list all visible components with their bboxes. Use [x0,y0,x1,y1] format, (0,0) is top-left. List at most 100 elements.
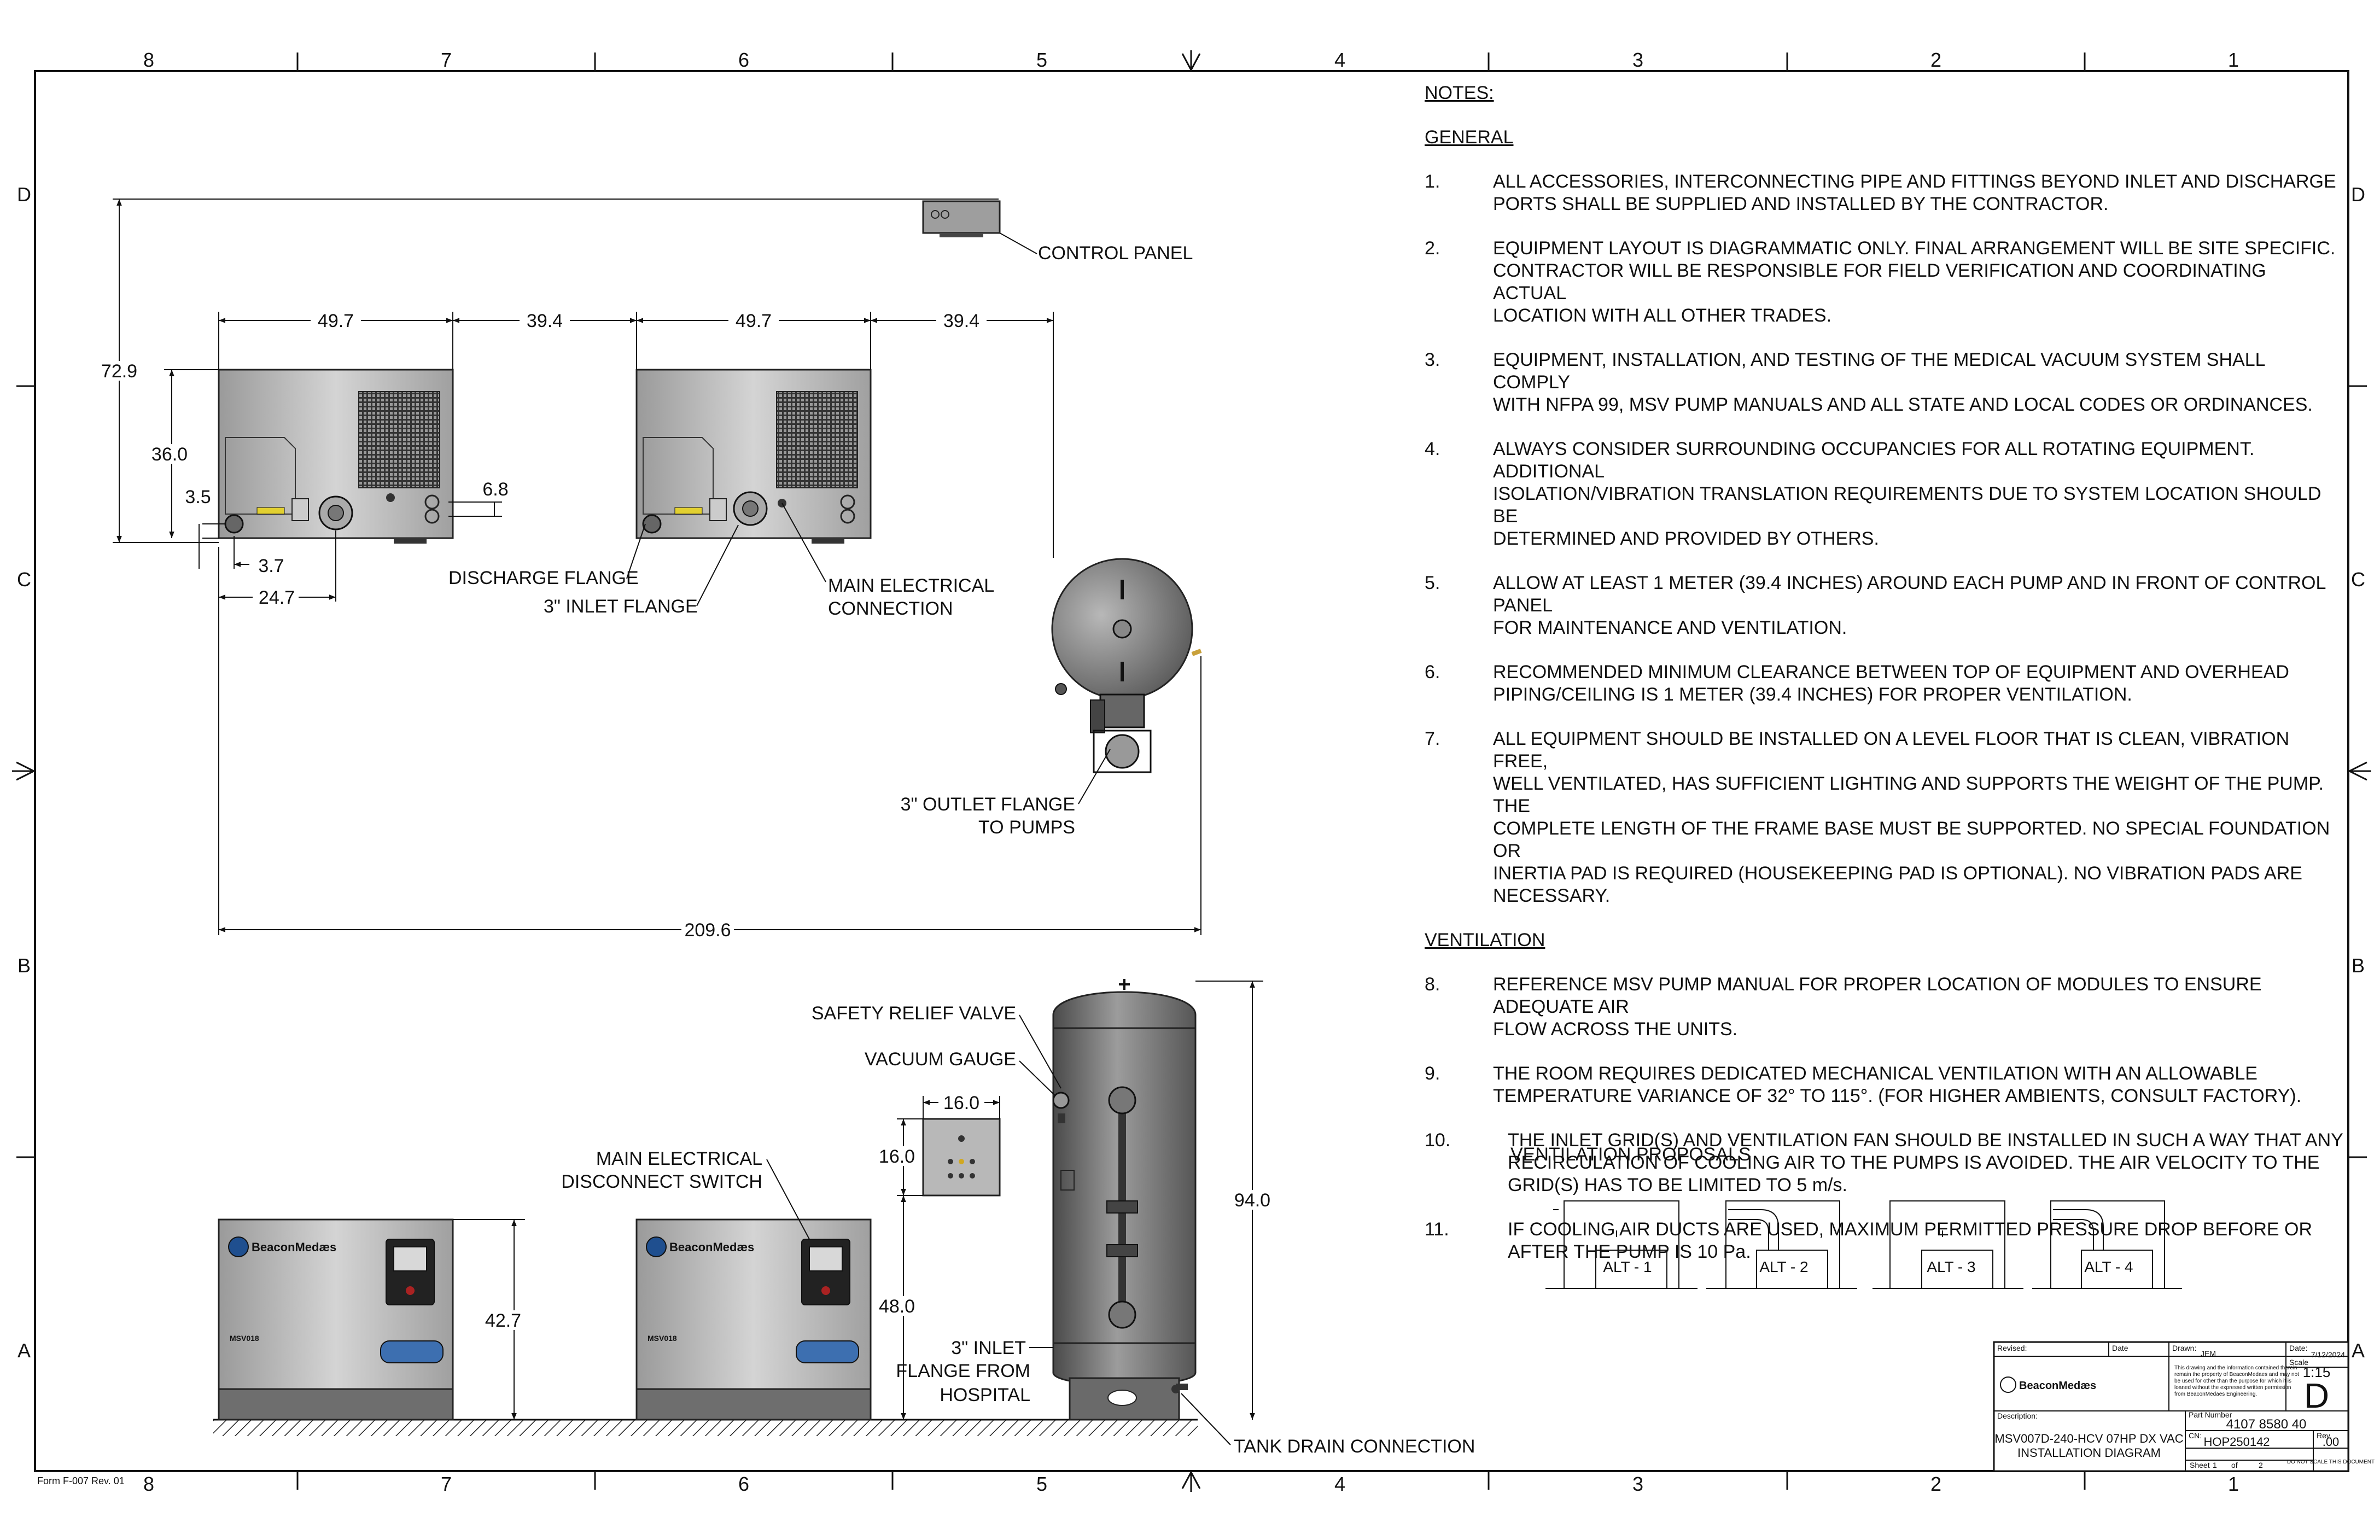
note-item: 6. RECOMMENDED MINIMUM CLEARANCE BETWEEN … [1425,661,2343,706]
row-label: B [2352,954,2365,977]
vacuum-gauge-callout: VACUUM GAUGE [865,1049,1016,1070]
note-text: REFERENCE MSV PUMP MANUAL FOR PROPER LOC… [1493,973,2343,1041]
row-label: D [17,183,31,206]
column-label: 6 [738,1473,749,1495]
note-text: IF COOLING AIR DUCTS ARE USED, MAXIMUM P… [1508,1218,2343,1263]
discharge-flange-callout: DISCHARGE FLANGE [448,568,639,588]
note-item: 7. ALL EQUIPMENT SHOULD BE INSTALLED ON A… [1425,728,2343,907]
elevation-view: BeaconMedæs MSV018 BeaconMedæs MSV018 [213,979,1475,1457]
row-label: A [2352,1339,2365,1362]
note-line: LOCATION WITH ALL OTHER TRADES. [1493,305,1832,326]
note-number: 1. [1425,171,1440,192]
note-number: 8. [1425,974,1440,995]
drawn-label: Drawn: [2172,1344,2196,1352]
description-line: INSTALLATION DIAGRAM [2017,1446,2161,1460]
ventilation-proposals-title: VENTILATION PROPOSALS [1510,1144,1751,1165]
ventilation-proposals: VENTILATION PROPOSALS ALT - 1 ALT [1510,1144,2182,1289]
note-number: 6. [1425,662,1440,682]
note-line: EQUIPMENT, INSTALLATION, AND TESTING OF … [1493,349,2265,393]
column-label: 6 [738,49,749,71]
column-label: 3 [1632,49,1643,71]
rev-label: Rev. [2317,1431,2332,1440]
row-label: C [2351,568,2365,591]
part-number-label: Part Number [2189,1410,2232,1419]
rev-value: .00 [2323,1435,2340,1449]
column-label: 7 [441,49,452,71]
row-label: D [2351,183,2365,206]
column-label: 2 [1930,49,1941,71]
inlet-flange-callout: 3" INLET FLANGE [544,596,698,617]
cn-value: HOP250142 [2203,1435,2270,1449]
model-label: MSV018 [230,1334,259,1343]
note-line: EQUIPMENT LAYOUT IS DIAGRAMMATIC ONLY. F… [1493,238,2336,259]
plan-view: CONTROL PANEL [96,199,1202,941]
notes-title: NOTES: [1425,83,1494,103]
dim-pump-width-2: 49.7 [736,311,772,331]
safety-relief-valve-callout: SAFETY RELIEF VALVE [812,1003,1016,1024]
dim-pump-height: 42.7 [485,1310,521,1331]
column-label: 4 [1334,49,1345,71]
disclaimer-line: from BeaconMedaes Engineering. [2174,1391,2257,1397]
sheet-value: 1 [2213,1461,2217,1469]
tank-drain-callout: TANK DRAIN CONNECTION [1234,1436,1475,1457]
scale-label: Scale [2289,1358,2308,1367]
dim-overall-length: 209.6 [684,920,731,941]
note-line: COMPLETE LENGTH OF THE FRAME BASE MUST B… [1493,818,2330,861]
column-label: 2 [1930,1473,1941,1495]
date2-label: Date: [2289,1344,2307,1352]
note-number: 11. [1425,1219,1449,1240]
dim-panel-width: 16.0 [943,1093,979,1113]
note-number: 5. [1425,573,1440,593]
note-number: 4. [1425,439,1440,459]
note-text: ALL EQUIPMENT SHOULD BE INSTALLED ON A L… [1493,728,2343,907]
main-disconnect-callout: MAIN ELECTRICAL [596,1148,762,1169]
column-label: 1 [2228,49,2239,71]
title-block: Revised: Date Drawn: JEM Date: 7/12/2024… [1993,1341,2375,1472]
no-scale-note: DO NOT SCALE THIS DOCUMENT [2287,1459,2375,1465]
pump-2-plan [635,369,872,544]
dim-panel-height: 16.0 [879,1146,915,1167]
description-label: Description: [1997,1411,2038,1420]
description-line: MSV007D-240-HCV 07HP DX VAC [1994,1432,2183,1445]
note-line: INERTIA PAD IS REQUIRED (HOUSEKEEPING PA… [1493,863,2302,884]
note-text: RECOMMENDED MINIMUM CLEARANCE BETWEEN TO… [1493,661,2343,706]
note-item: 11. IF COOLING AIR DUCTS ARE USED, MAXIMU… [1425,1218,2343,1263]
dim-tank-height: 94.0 [1234,1190,1270,1211]
note-line: ALWAYS CONSIDER SURROUNDING OCCUPANCIES … [1493,439,2255,482]
note-line: ALLOW AT LEAST 1 METER (39.4 INCHES) ARO… [1493,573,2326,616]
note-line: ISOLATION/VIBRATION TRANSLATION REQUIREM… [1493,483,2321,527]
column-label: 5 [1036,49,1047,71]
note-line: REFERENCE MSV PUMP MANUAL FOR PROPER LOC… [1493,974,2262,1017]
main-electrical-callout: MAIN ELECTRICAL [828,575,994,596]
note-number: 2. [1425,238,1440,259]
note-item: 4. ALWAYS CONSIDER SURROUNDING OCCUPANCIE… [1425,438,2343,550]
drawing-border [12,50,2371,1492]
disclaimer-line: This drawing and the information contain… [2174,1365,2297,1371]
note-text: ALWAYS CONSIDER SURROUNDING OCCUPANCIES … [1493,438,2343,550]
scale-value: 1:15 [2303,1364,2331,1380]
note-number: 9. [1425,1063,1440,1084]
column-label: 7 [441,1473,452,1495]
note-line: NECESSARY. [1493,885,1611,906]
model-label: MSV018 [648,1334,677,1343]
part-number-value: 4107 8580 40 [2226,1417,2307,1432]
note-line: CONTRACTOR WILL BE RESPONSIBLE FOR FIELD… [1493,260,2266,304]
column-label: 8 [143,1473,154,1495]
column-label: 8 [143,49,154,71]
dim-flange-height: 3.5 [185,487,211,508]
outlet-flange-callout: TO PUMPS [978,817,1075,838]
alt-label: ALT - 3 [1927,1258,1975,1275]
note-line: DETERMINED AND PROVIDED BY OTHERS. [1493,528,1879,549]
note-line: TEMPERATURE VARIANCE OF 32° TO 115°. (FO… [1493,1086,2302,1106]
note-number: 7. [1425,728,1440,749]
pump-1-elevation: BeaconMedæs MSV018 [218,1218,454,1421]
note-item: 2. EQUIPMENT LAYOUT IS DIAGRAMMATIC ONLY.… [1425,237,2343,327]
row-label: C [17,568,31,591]
note-text: EQUIPMENT LAYOUT IS DIAGRAMMATIC ONLY. F… [1493,237,2343,327]
logo-icon [2000,1376,2016,1393]
column-label: 3 [1632,1473,1643,1495]
brand-label: BeaconMedæs [252,1240,336,1254]
note-line: FOR MAINTENANCE AND VENTILATION. [1493,617,1847,638]
alt-label: ALT - 1 [1603,1258,1652,1275]
revised-label: Revised: [1997,1344,2027,1352]
